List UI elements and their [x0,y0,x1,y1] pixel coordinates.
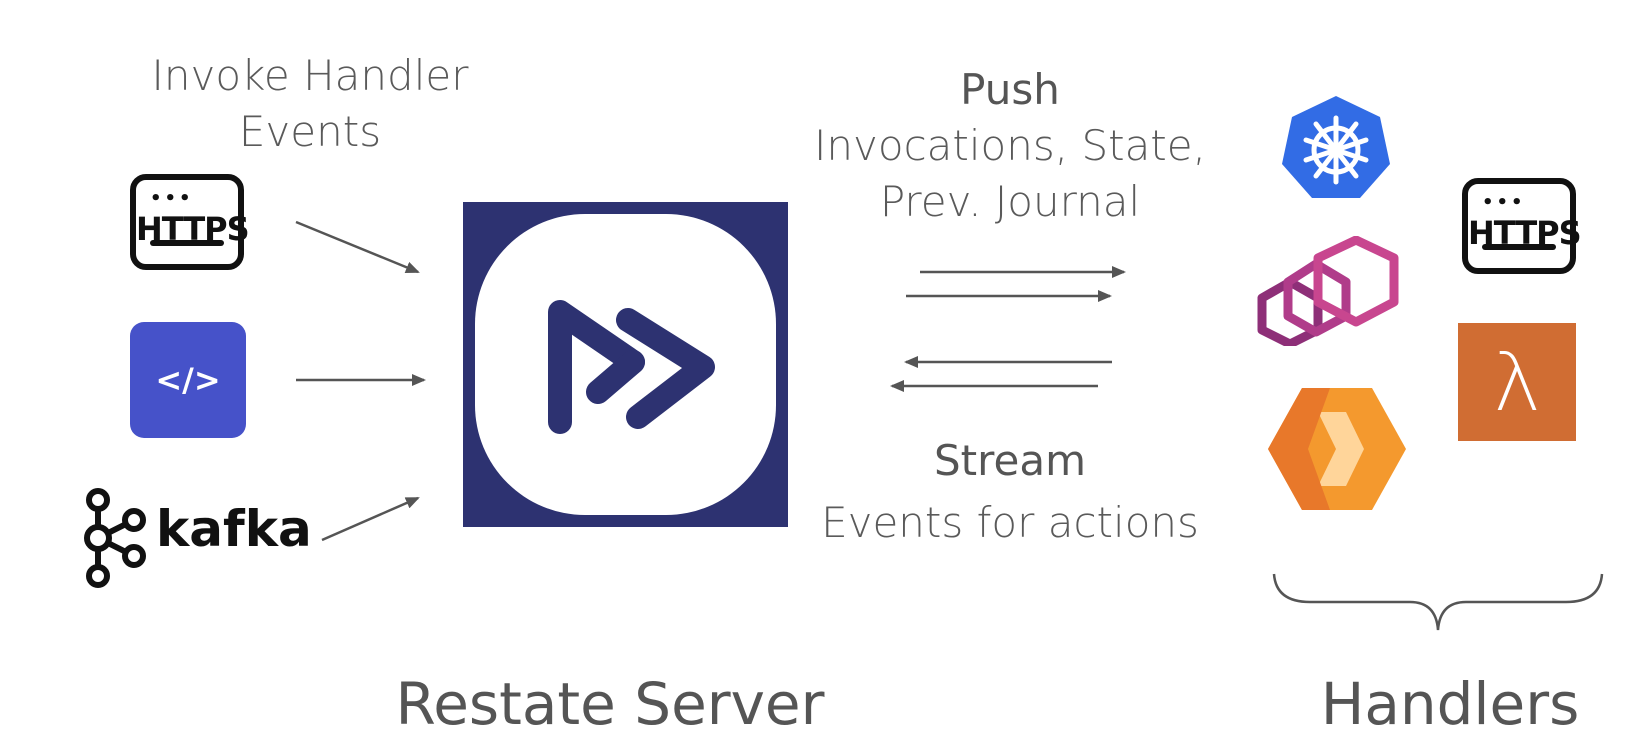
envoy-icon [1257,236,1399,346]
invoke-label-line-1: Invoke Handler [151,51,469,100]
restate-server-logo [463,202,788,527]
stream-title: Stream [934,436,1086,485]
push-description-line-2: Prev. Journal [879,177,1141,226]
cloud-run-icon [1268,388,1406,510]
code-icon: </> [130,322,246,438]
kubernetes-icon [1282,96,1390,198]
lambda-symbol: λ [1493,335,1541,429]
handlers-https-icon: ••• HTTPS [1462,178,1582,274]
kafka-icon [84,488,146,588]
handlers-label: Handlers [1320,670,1580,738]
push-description-line-1: Invocations, State, [814,121,1206,170]
handlers-brace [1272,573,1604,631]
handlers-https-bar [1482,244,1556,250]
push-title: Push [960,65,1060,114]
arrow-https-to-server [295,220,420,274]
aws-lambda-icon: λ [1458,323,1576,441]
restate-server-label: Restate Server [395,670,825,738]
push-label: Push Invocations, State, Prev. Journal [790,62,1230,230]
https-dots: ••• [150,188,194,209]
kafka-label: kafka [156,500,312,558]
restate-logo-mark [475,214,776,515]
https-icon: ••• HTTPS [130,174,250,270]
arrow-kafka-to-server [321,496,420,542]
handlers-https-dots: ••• [1482,192,1526,213]
code-icon-symbol: </> [155,361,221,399]
https-bar [150,240,224,246]
invoke-label-line-2: Events [238,107,382,156]
invoke-handler-label: Invoke Handler Events [110,48,510,160]
stream-description: Events for actions [821,498,1199,547]
stream-label: Stream Events for actions [790,430,1230,554]
